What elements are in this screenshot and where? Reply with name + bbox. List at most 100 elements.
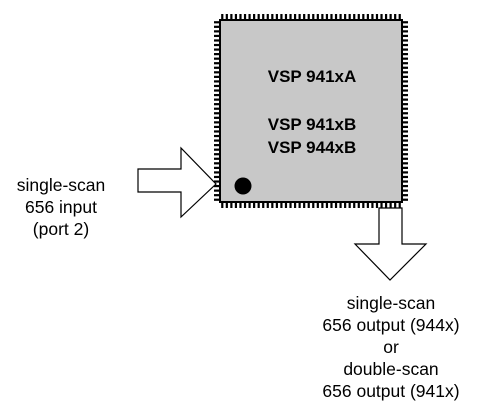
chip-pin: [339, 202, 342, 208]
chip-pin: [214, 134, 220, 138]
chip-pins-top: [221, 14, 401, 20]
chip-pin: [402, 157, 408, 160]
chip-pin: [289, 202, 292, 208]
chip-pin: [312, 14, 315, 20]
chip-pin: [214, 121, 220, 124]
chip-pin: [271, 14, 274, 20]
chip-pin: [214, 112, 220, 115]
chip-pin: [214, 157, 220, 160]
chip-pin: [243, 202, 247, 208]
chip-pin: [402, 130, 408, 133]
chip-pin: [316, 202, 319, 208]
chip-pin: [402, 80, 408, 83]
chip-pin: [362, 14, 365, 20]
chip-pin: [275, 14, 278, 20]
chip-pin: [402, 139, 408, 142]
chip-pin: [214, 53, 220, 56]
chip-pin: [384, 14, 388, 20]
chip-pin: [402, 43, 408, 47]
chip-pin: [402, 144, 408, 147]
input-label-line3: (port 2): [32, 219, 90, 239]
chip-pin: [357, 14, 360, 20]
chip-pin: [402, 71, 408, 74]
chip-pin: [275, 202, 278, 208]
chip-pin: [344, 14, 347, 20]
chip-pins-bottom: [221, 202, 401, 208]
chip-pin: [325, 14, 329, 20]
chip-pin: [239, 202, 242, 208]
chip-pin: [402, 134, 408, 138]
input-arrow: [137, 146, 217, 219]
chip-pin: [312, 202, 315, 208]
chip-label-941xa: VSP 941xA: [267, 67, 357, 86]
output-label-line3: or: [383, 337, 399, 357]
chip-pin: [214, 43, 220, 47]
chip-pin: [362, 202, 365, 208]
chip-pin: [402, 162, 408, 165]
chip-pin: [402, 89, 408, 92]
chip-pin: [303, 14, 306, 20]
chip-pin: [214, 80, 220, 83]
chip-pin: [214, 194, 220, 197]
chip-pin: [234, 202, 238, 208]
chip-pin: [366, 14, 369, 20]
chip-pin: [321, 202, 324, 208]
chip-pin: [402, 25, 408, 28]
chip-pin: [214, 71, 220, 74]
chip-pin: [243, 14, 247, 20]
chip-pin: [375, 14, 379, 20]
output-label-line2: 656 output (944x): [322, 315, 460, 335]
chip-pin: [214, 66, 220, 69]
chip-pin: [398, 202, 401, 208]
chip-pin: [402, 57, 408, 60]
chip-pin: [214, 107, 220, 110]
chip-pin: [344, 202, 347, 208]
chip-pin: [402, 107, 408, 110]
chip-pin: [257, 202, 260, 208]
pin1-marker-dot: [234, 177, 252, 195]
chip-pin: [402, 189, 408, 192]
chip-pin: [214, 180, 220, 183]
chip-pin: [253, 202, 256, 208]
chip-pin: [380, 202, 383, 208]
chip-pin: [402, 48, 408, 51]
chip-pin: [402, 166, 408, 169]
chip-pin: [214, 144, 220, 147]
chip-pin: [214, 25, 220, 28]
chip-pin: [330, 202, 333, 208]
chip-pin: [402, 84, 408, 88]
chip-pin: [402, 198, 408, 201]
chip-pin: [402, 98, 408, 101]
chip-pin: [266, 202, 269, 208]
chip-pin: [280, 14, 283, 20]
chip-pin: [293, 202, 297, 208]
chip-pin: [353, 14, 356, 20]
chip-pin: [214, 75, 220, 78]
chip-pin: [262, 14, 265, 20]
chip-pin: [402, 175, 408, 179]
input-label-line1: single-scan: [16, 175, 106, 195]
chip-pin: [214, 162, 220, 165]
chip-pin: [214, 139, 220, 142]
chip-pin: [214, 153, 220, 156]
chip-pin: [221, 202, 224, 208]
chip-pin: [325, 202, 329, 208]
chip-pin: [214, 48, 220, 51]
chip-pin: [402, 39, 408, 42]
chip-pin: [348, 14, 351, 20]
chip-pin: [402, 116, 408, 119]
chip-pin: [214, 184, 220, 188]
chip-pin: [284, 14, 288, 20]
chip-pin: [402, 30, 408, 33]
chip-pin: [214, 148, 220, 151]
chip-pin: [402, 194, 408, 197]
chip-pin: [384, 202, 388, 208]
chip-pin: [214, 125, 220, 129]
chip-pin: [353, 202, 356, 208]
chip-pin: [214, 116, 220, 119]
chip-pin: [293, 14, 297, 20]
chip-pin: [225, 202, 228, 208]
output-arrow: [353, 207, 428, 281]
chip-pin: [248, 202, 251, 208]
chip-pin: [330, 14, 333, 20]
